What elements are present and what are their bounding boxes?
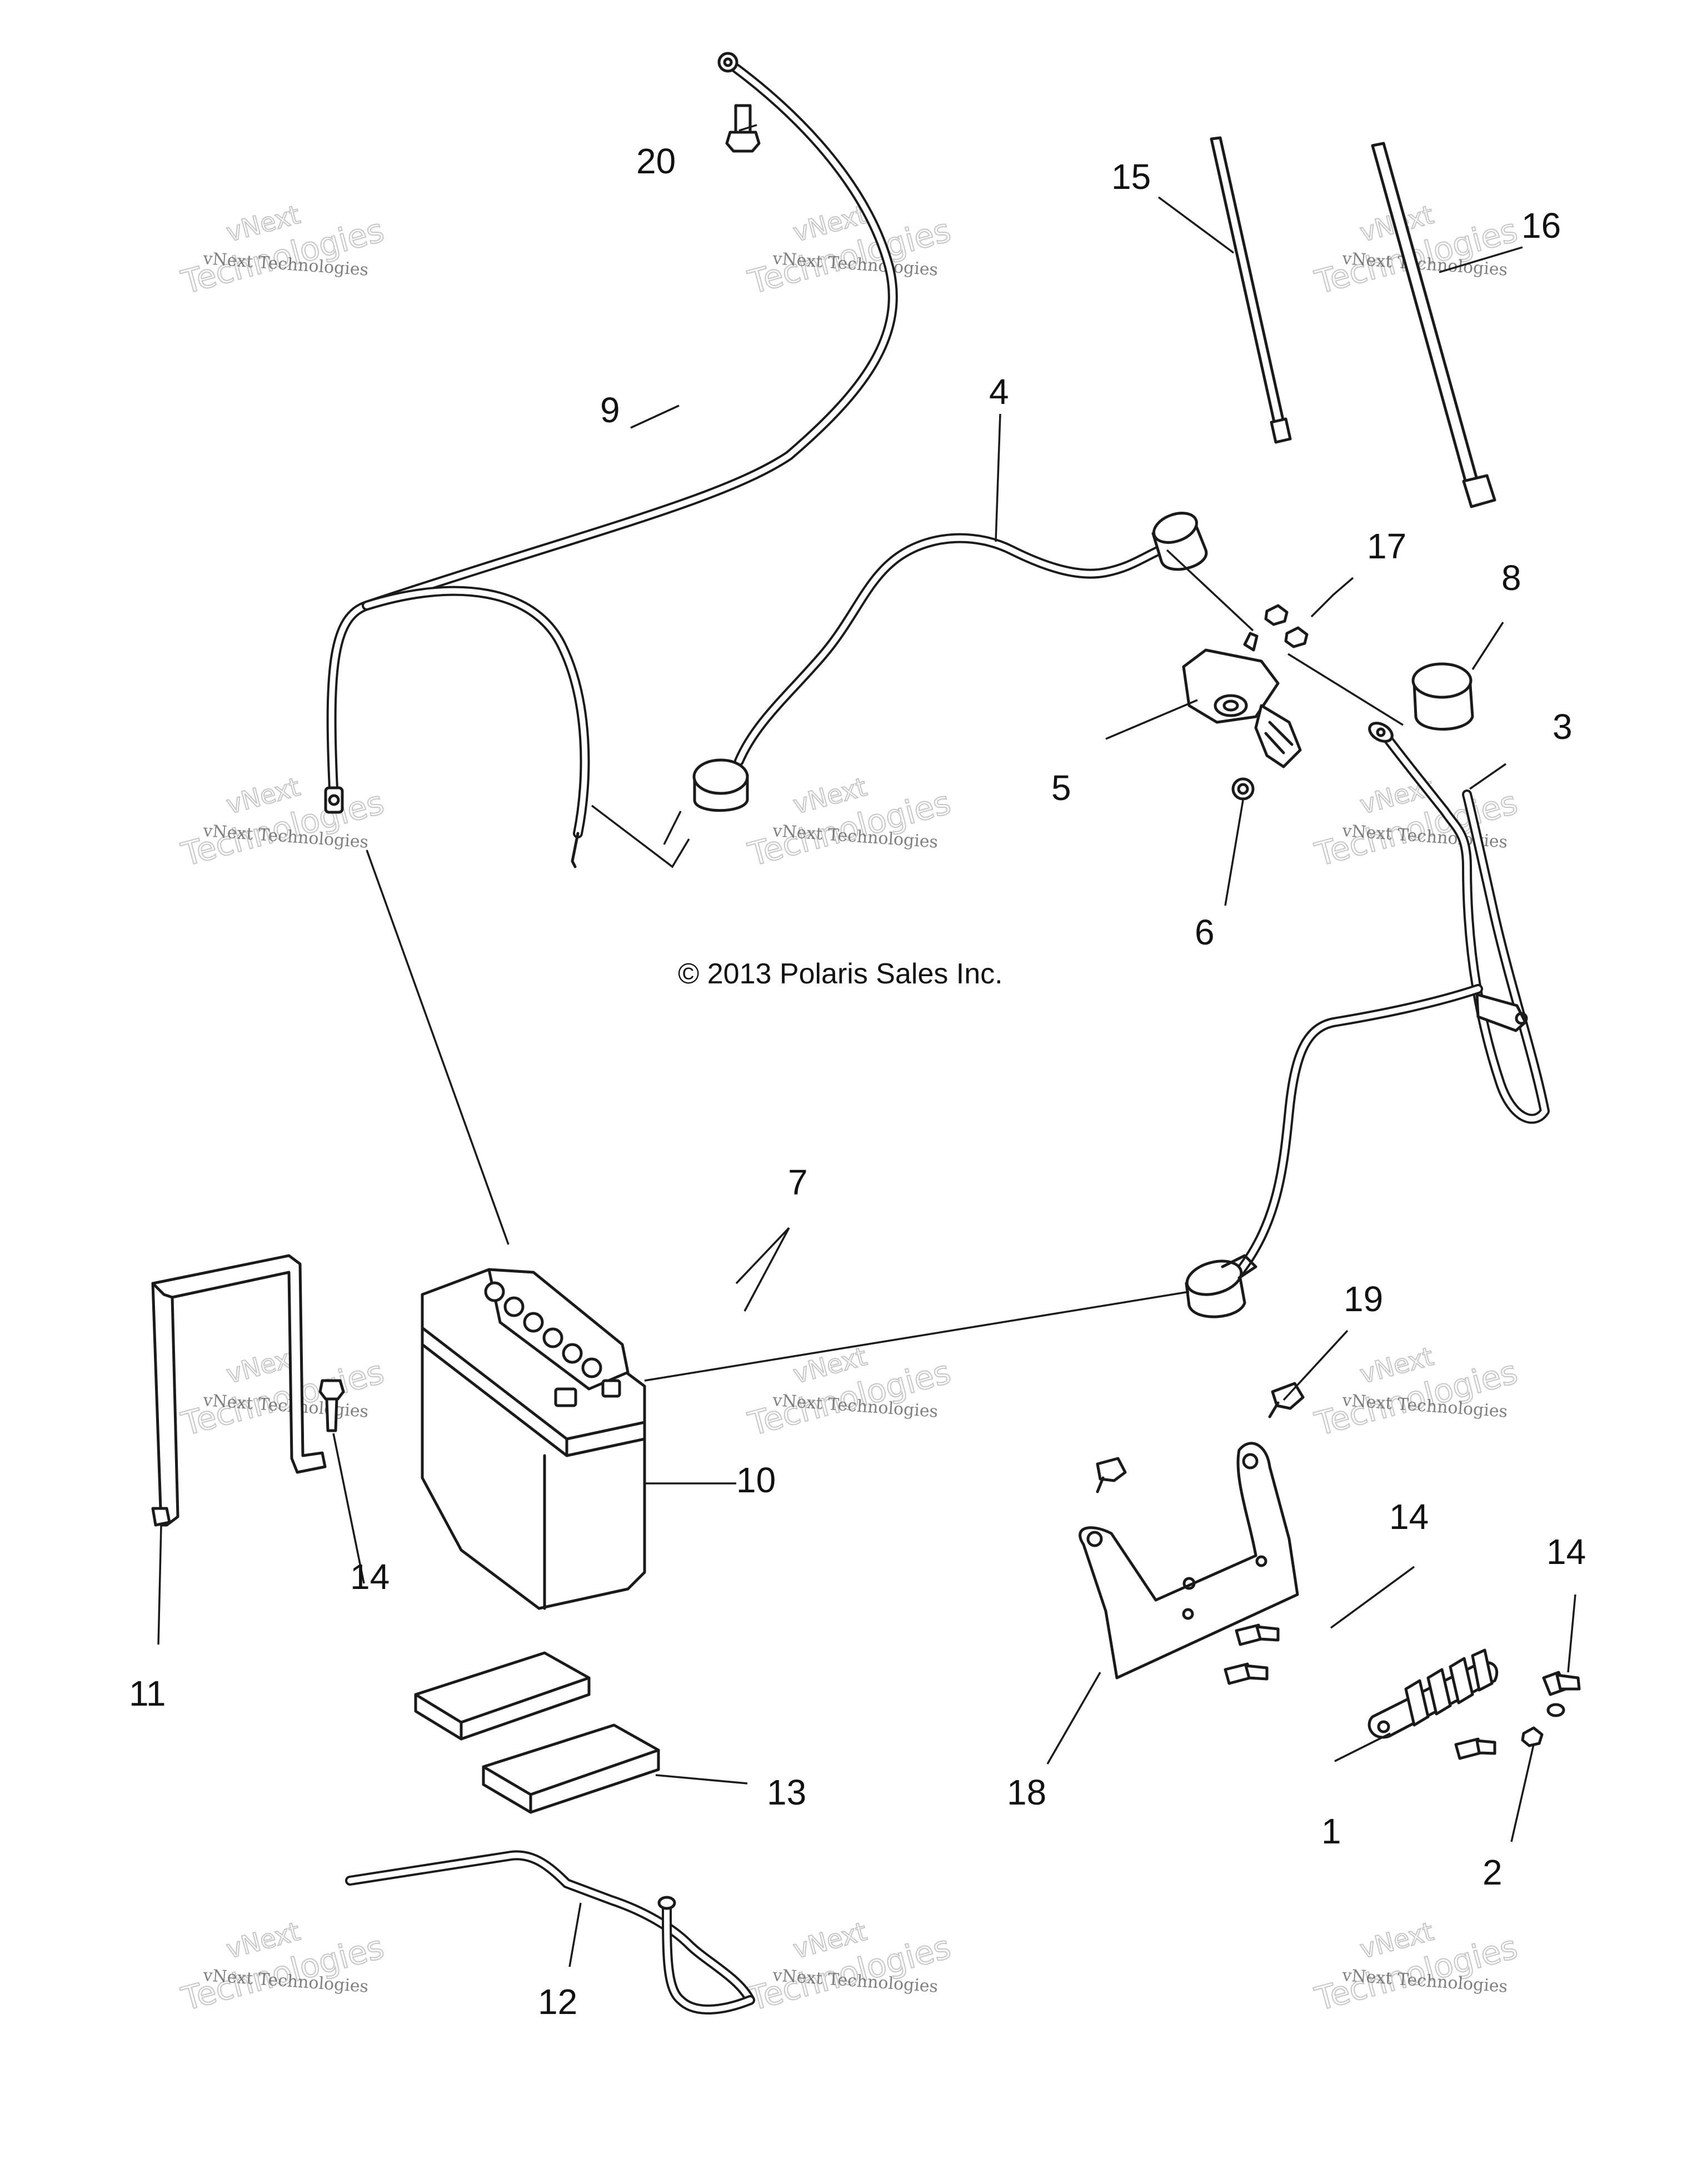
part-17-nuts: [1264, 604, 1309, 648]
callout-16: 16: [1521, 206, 1561, 246]
part-12-cable: [345, 1850, 755, 2015]
callout-7: 7: [788, 1162, 808, 1202]
part-15-cable-tie: [1210, 136, 1292, 444]
callout-11: 11: [129, 1673, 166, 1713]
callout-14-right: 14: [1546, 1532, 1586, 1572]
part-1-terminal-block: [1367, 1648, 1499, 1739]
callout-2: 2: [1483, 1852, 1503, 1892]
callout-13: 13: [767, 1772, 806, 1812]
callout-14-mid: 14: [1389, 1497, 1429, 1537]
callout-9: 9: [600, 390, 620, 430]
callout-17: 17: [1367, 526, 1406, 566]
watermark-group: vNext Technologies vNext Technologies vN…: [177, 199, 1521, 2019]
callout-18: 18: [1007, 1772, 1046, 1812]
part-13-pad: [414, 1651, 591, 1741]
leader-lines: [157, 124, 1576, 1967]
part-19-push-rivet: [1096, 1457, 1127, 1493]
part-14-bolt: [1235, 1623, 1280, 1646]
callout-12: 12: [538, 1982, 577, 2022]
part-16-cable-tie: [1371, 142, 1496, 508]
callout-20: 20: [636, 141, 676, 181]
callout-8: 8: [1501, 558, 1521, 598]
part-13-pad: [482, 1723, 660, 1814]
callout-3: 3: [1553, 707, 1573, 747]
part-14-bolt: [1542, 1671, 1581, 1717]
part-8-terminal-cap: [1411, 662, 1474, 731]
callout-4: 4: [989, 372, 1009, 412]
callout-5: 5: [1051, 768, 1071, 808]
part-11-battery-strap: [151, 1254, 327, 1527]
copyright-notice: © 2013 Polaris Sales Inc.: [678, 958, 1003, 990]
callout-numbers: 20 15 16 9 4 17 8 3 5 6 7 19 10 14 14 14…: [129, 141, 1586, 2022]
part-10-battery: [421, 1268, 646, 1610]
callout-10: 10: [736, 1460, 776, 1500]
part-18-bracket: [1079, 1442, 1299, 1680]
part-19-push-rivet: [1268, 1382, 1305, 1418]
callout-6: 6: [1195, 912, 1215, 952]
part-4-cable: [692, 512, 1208, 812]
bracket-bolt: [1224, 1662, 1269, 1685]
part-14-bolt: [318, 1379, 345, 1432]
part-6-fastener: [1231, 777, 1255, 801]
callout-14-left: 14: [350, 1557, 390, 1597]
part-3-cable: [1185, 722, 1550, 1318]
part-9-harness-cable: [324, 52, 898, 868]
callout-15: 15: [1111, 157, 1151, 197]
part-20-bolt: [725, 104, 761, 153]
part-5-solenoid: [1182, 632, 1302, 768]
part-2-bolt: [1454, 1726, 1544, 1760]
callout-1: 1: [1321, 1811, 1341, 1851]
callout-19: 19: [1344, 1279, 1383, 1319]
